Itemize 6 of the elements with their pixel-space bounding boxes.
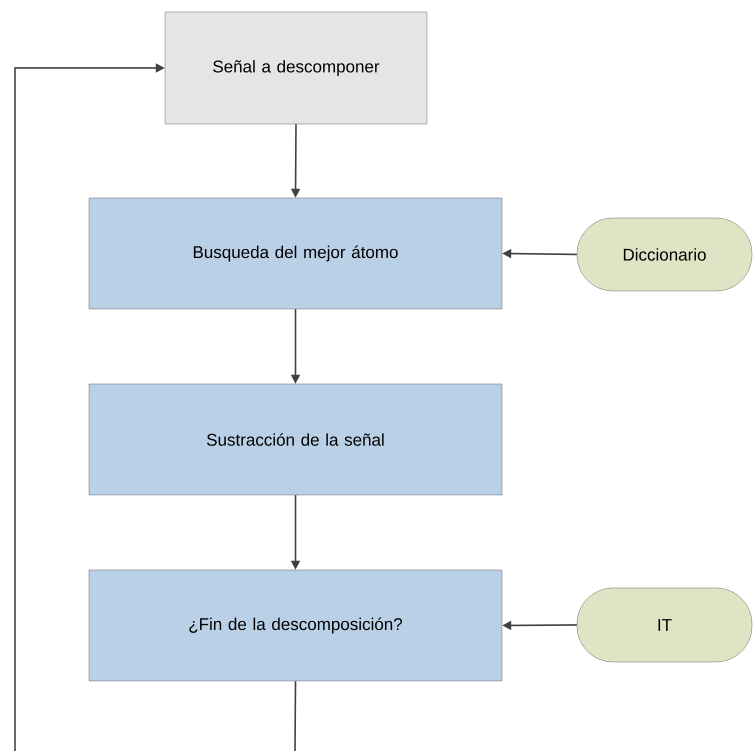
process-box: Sustracción de la señal (88, 384, 502, 496)
start-box: Señal a descomponer (164, 12, 428, 124)
terminal-pill: IT (576, 588, 752, 662)
process-box: ¿Fin de la descomposición? (88, 570, 502, 682)
terminal-pill: Diccionario (576, 218, 752, 292)
process-box: Busqueda del mejor átomo (88, 198, 502, 310)
